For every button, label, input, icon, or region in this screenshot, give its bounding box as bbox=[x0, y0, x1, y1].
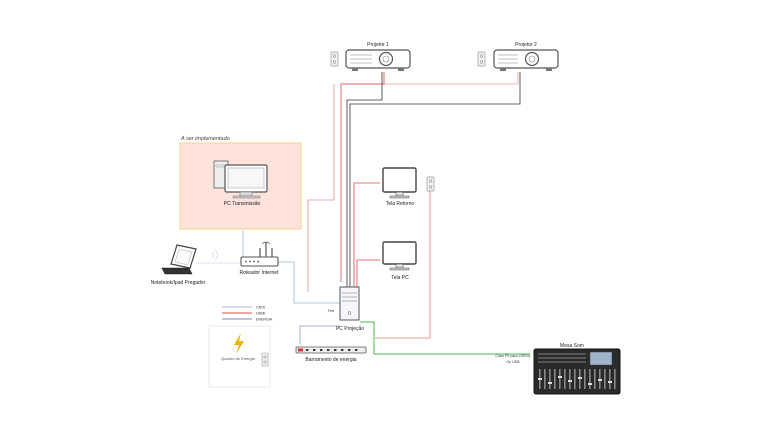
router-label: Roteador Internet bbox=[240, 270, 280, 276]
cable-legend: CAT6 HDMI ENERGIA bbox=[222, 306, 273, 322]
outlet-icon bbox=[261, 352, 269, 367]
monitor-pc-label: Tela PC bbox=[391, 275, 409, 281]
pc-transmission-label: PC Transmissão bbox=[224, 201, 261, 207]
outlet-icon bbox=[330, 51, 339, 67]
power-cable-outlet-right bbox=[375, 190, 431, 339]
power-strip-label: Barramento de energia bbox=[305, 357, 356, 363]
pc-projection-label: PC Projeção bbox=[336, 326, 364, 332]
monitor-return-label: Tela Retorno bbox=[386, 201, 415, 207]
hdmi-cable-projector2 bbox=[341, 72, 519, 85]
power-panel-label: Quadro de Energia bbox=[221, 356, 256, 361]
cat6-cable-router-pc bbox=[278, 261, 340, 304]
outlet-icon bbox=[477, 51, 486, 67]
mixer-title: Mesa Som bbox=[560, 343, 584, 349]
pc-projection-tag: Text bbox=[328, 309, 335, 313]
pc-projection: Text PC Projeção bbox=[328, 286, 364, 332]
hdmi-cable-pc-screen bbox=[356, 259, 380, 288]
power-cable-projector1 bbox=[346, 72, 383, 288]
legend-cat6: CAT6 bbox=[256, 306, 265, 310]
lightning-icon bbox=[234, 333, 244, 354]
projector2: Projetor 2 bbox=[493, 42, 559, 71]
monitor-pc: Tela PC bbox=[382, 241, 417, 281]
power-panel: Quadro de Energia bbox=[208, 325, 271, 388]
monitor-return: Tela Retorno bbox=[382, 167, 417, 207]
notebook: Notebook/Ipad Pregador bbox=[151, 244, 206, 286]
cables bbox=[196, 72, 530, 355]
hdmi-cable-return-screen bbox=[353, 182, 380, 288]
mixer: Mesa Som Cabo P2 para 2XRCA Ou USB bbox=[495, 343, 621, 395]
future-zone-title: A ser implementado bbox=[180, 136, 230, 142]
audio-cable-mixer bbox=[360, 321, 530, 355]
legend-hdmi: HDMI bbox=[256, 312, 265, 316]
notebook-label: Notebook/Ipad Pregador bbox=[151, 280, 206, 286]
outlet-icon bbox=[426, 176, 435, 192]
pc-transmission-icon bbox=[213, 160, 268, 199]
power-cable-strip-pc bbox=[299, 325, 340, 344]
legend-energia: ENERGIA bbox=[256, 318, 273, 322]
projector2-label: Projetor 2 bbox=[515, 42, 537, 48]
power-strip: Barramento de energia bbox=[295, 346, 367, 363]
mixer-cable-note-1: Cabo P2 para 2XRCA bbox=[495, 354, 531, 358]
router: Roteador Internet bbox=[240, 241, 280, 276]
hdmi-cable-side bbox=[307, 84, 335, 292]
mixer-cable-note-2: Ou USB bbox=[506, 360, 520, 364]
wifi-icon bbox=[211, 249, 218, 261]
future-zone: A ser implementado PC Transmissão bbox=[179, 136, 302, 230]
hdmi-cable-projector1 bbox=[340, 72, 385, 282]
projector1-label: Projetor 1 bbox=[367, 42, 389, 48]
projector1: Projetor 1 bbox=[345, 42, 411, 71]
power-cable-projector2 bbox=[349, 72, 521, 288]
